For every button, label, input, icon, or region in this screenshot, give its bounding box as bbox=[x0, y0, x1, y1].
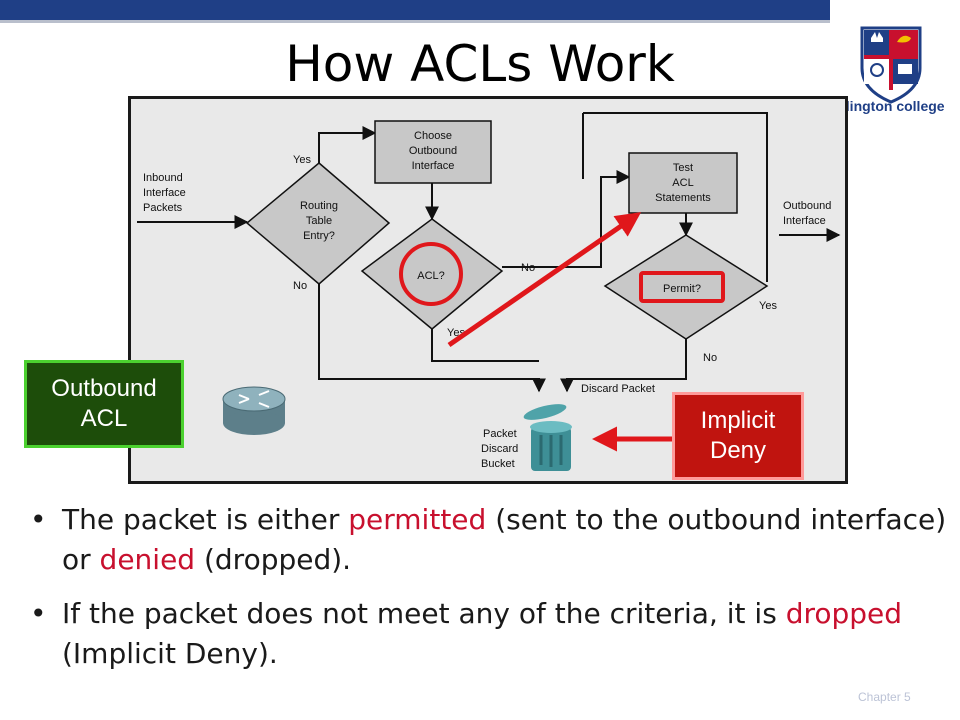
svg-text:Choose: Choose bbox=[414, 130, 452, 142]
bullet-item-permitted-denied: The packet is either permitted (sent to … bbox=[30, 500, 950, 580]
test-acl-box: Test ACL Statements bbox=[628, 152, 738, 214]
svg-text:Yes: Yes bbox=[293, 154, 311, 166]
top-bar bbox=[0, 0, 960, 23]
svg-text:Entry?: Entry? bbox=[303, 230, 335, 242]
svg-text:Interface: Interface bbox=[143, 187, 186, 199]
svg-text:Packet: Packet bbox=[483, 428, 517, 440]
svg-text:No: No bbox=[293, 280, 307, 292]
routing-table-diamond: Routing Table Entry? bbox=[245, 162, 391, 285]
bullet-list: The packet is either permitted (sent to … bbox=[30, 500, 950, 688]
top-bar-grey-stripe bbox=[0, 20, 830, 23]
implicit-deny-callout: Implicit Deny bbox=[672, 392, 804, 480]
flowchart-labels: Inbound Interface Packets Yes No No Yes … bbox=[143, 154, 831, 470]
svg-text:ACL?: ACL? bbox=[417, 270, 445, 282]
svg-text:Interface: Interface bbox=[783, 215, 826, 227]
svg-text:Routing: Routing bbox=[300, 200, 338, 212]
top-bar-blue-stripe bbox=[0, 0, 830, 20]
acl-decision-diamond: ACL? bbox=[360, 218, 504, 330]
svg-text:No: No bbox=[703, 352, 717, 364]
slide-title: How ACLs Work bbox=[285, 35, 675, 93]
outbound-acl-callout: Outbound ACL bbox=[24, 360, 184, 448]
svg-text:Outbound: Outbound bbox=[783, 200, 831, 212]
svg-text:ACL: ACL bbox=[672, 177, 693, 189]
svg-text:Packets: Packets bbox=[143, 202, 183, 214]
choose-outbound-box: Choose Outbound Interface bbox=[374, 120, 492, 184]
svg-text:Bucket: Bucket bbox=[481, 458, 515, 470]
red-annotation-arrows bbox=[447, 212, 675, 452]
svg-text:Permit?: Permit? bbox=[663, 283, 701, 295]
trash-bucket-icon bbox=[523, 404, 572, 471]
svg-text:Discard: Discard bbox=[481, 443, 518, 455]
acl-flowchart-image: Routing Table Entry? Choose Outbound Int… bbox=[128, 96, 848, 484]
svg-text:Statements: Statements bbox=[655, 192, 711, 204]
slide-footer: Chapter 5 bbox=[858, 690, 911, 704]
svg-text:Discard Packet: Discard Packet bbox=[581, 383, 655, 395]
college-crest-logo bbox=[842, 24, 960, 124]
bullet-item-implicit-deny: If the packet does not meet any of the c… bbox=[30, 594, 950, 674]
svg-text:Yes: Yes bbox=[759, 300, 777, 312]
svg-text:Outbound: Outbound bbox=[409, 145, 457, 157]
permit-decision-diamond: Permit? bbox=[603, 234, 769, 340]
svg-text:Interface: Interface bbox=[412, 160, 455, 172]
router-icon bbox=[222, 386, 286, 435]
logo-text: slington college bbox=[838, 98, 945, 114]
svg-text:Inbound: Inbound bbox=[143, 172, 183, 184]
svg-text:Test: Test bbox=[673, 162, 693, 174]
svg-text:Table: Table bbox=[306, 215, 332, 227]
svg-text:No: No bbox=[521, 262, 535, 274]
